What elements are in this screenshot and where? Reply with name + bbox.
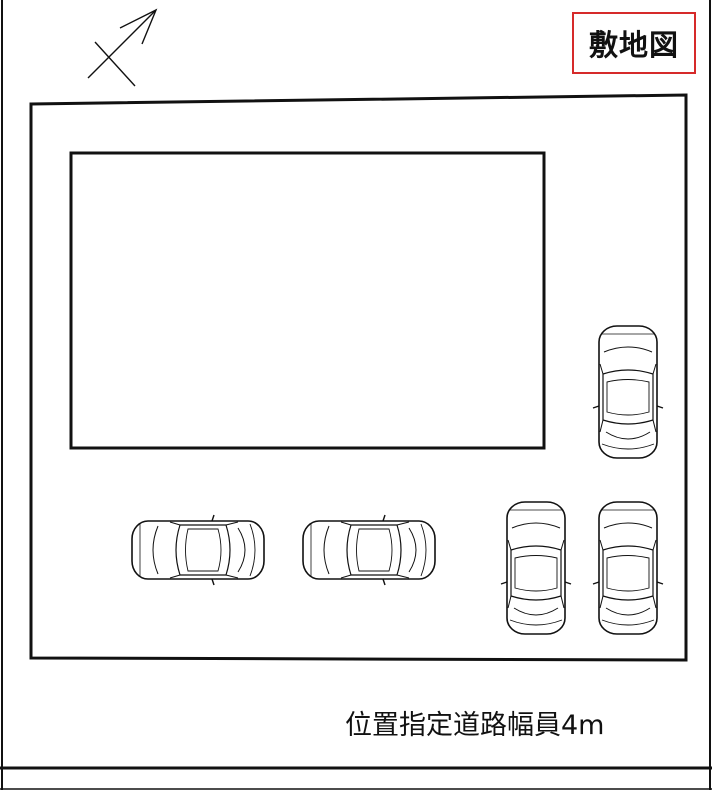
site-boundary bbox=[29, 93, 688, 662]
car-icon bbox=[500, 501, 572, 635]
page-title: 敷地図 bbox=[572, 12, 696, 74]
car-icon bbox=[131, 514, 265, 586]
car-icon bbox=[592, 501, 664, 635]
car-icon bbox=[302, 514, 436, 586]
building-footprint bbox=[69, 151, 546, 450]
north-arrow-icon bbox=[87, 8, 158, 87]
road-width-label: 位置指定道路幅員4m bbox=[345, 709, 605, 741]
car-icon bbox=[592, 325, 664, 459]
